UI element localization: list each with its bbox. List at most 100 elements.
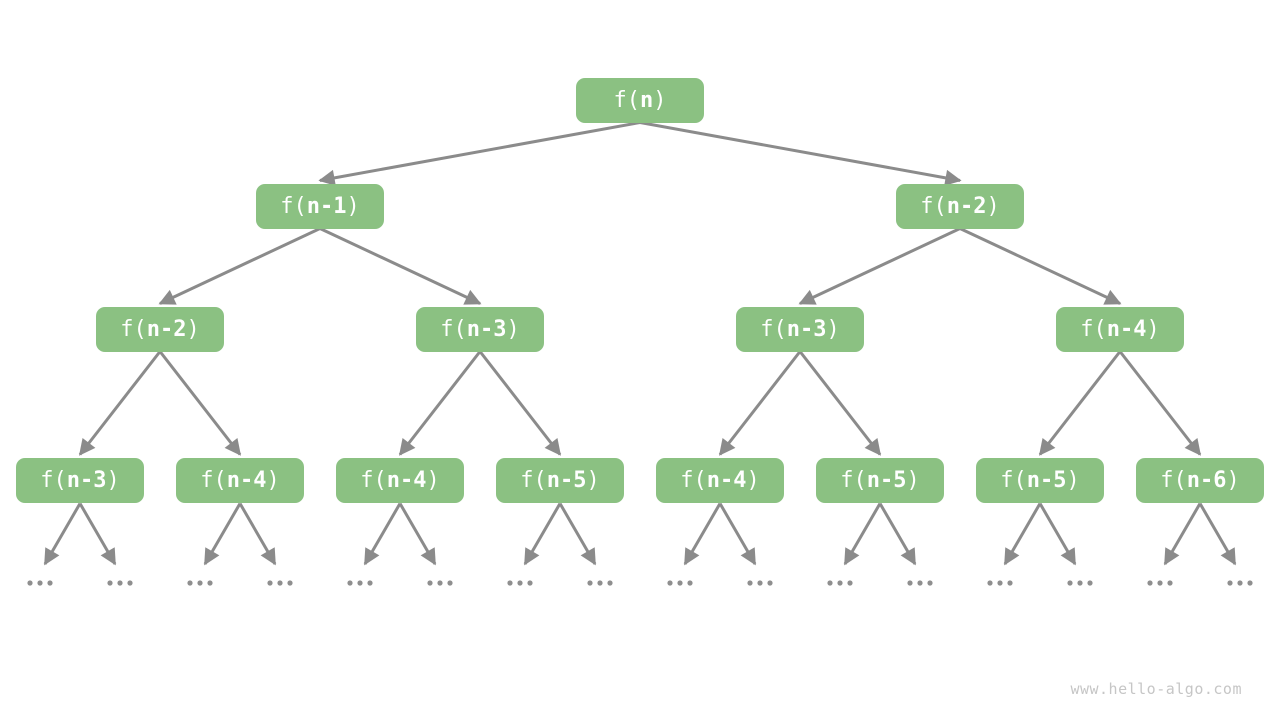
tree-node-level4-f(n-6): f(n-6) [1136, 457, 1264, 503]
node-label-arg: n-4 [706, 467, 747, 493]
ellipsis-dots-3 [267, 580, 293, 586]
ellipsis-dot [347, 580, 353, 586]
tree-node-level4-f(n-5): f(n-5) [976, 457, 1104, 503]
node-label-arg: n-5 [866, 467, 907, 493]
node-label-suffix: ) [266, 467, 280, 493]
node-label-prefix: f( [840, 467, 867, 493]
ellipsis-dots-14 [1147, 580, 1173, 586]
leaf-edge-f(n-5)-left [843, 502, 882, 566]
node-label-prefix: f( [360, 467, 387, 493]
ellipsis-dot [127, 580, 133, 586]
ellipsis-dot [1087, 580, 1093, 586]
ellipsis-dot [1067, 580, 1073, 586]
node-label-prefix: f( [760, 316, 787, 342]
tree-edge-f(n-2)-to-f(n-3) [78, 350, 162, 456]
ellipsis-dot [1147, 580, 1153, 586]
ellipsis-dots-15 [1227, 580, 1253, 586]
ellipsis-dot [357, 580, 363, 586]
leaf-edge-f(n-5)-left [1003, 502, 1042, 566]
ellipsis-dot [367, 580, 373, 586]
ellipsis-dot [597, 580, 603, 586]
ellipsis-dot [987, 580, 993, 586]
node-label-prefix: f( [680, 467, 707, 493]
ellipsis-dot [607, 580, 613, 586]
watermark-text: www.hello-algo.com [1070, 680, 1242, 698]
node-label-suffix: ) [186, 316, 200, 342]
tree-node-level2-f(n-1): f(n-1) [256, 183, 384, 229]
tree-edge-f(n-3)-to-f(n-4) [398, 350, 482, 456]
ellipsis-dot [1007, 580, 1013, 586]
node-label-arg: n-4 [226, 467, 267, 493]
node-label-arg: n-5 [1026, 467, 1067, 493]
ellipsis-dot [27, 580, 33, 586]
ellipsis-dot [927, 580, 933, 586]
node-label-suffix: ) [1066, 467, 1080, 493]
ellipsis-dot [757, 580, 763, 586]
ellipsis-dot [907, 580, 913, 586]
ellipsis-dot [677, 580, 683, 586]
ellipsis-dots-11 [907, 580, 933, 586]
node-label-prefix: f( [200, 467, 227, 493]
leaf-edge-f(n-4)-left [683, 502, 722, 566]
ellipsis-dot [427, 580, 433, 586]
leaf-edge-f(n-5)-right [878, 502, 917, 566]
ellipsis-dot [1157, 580, 1163, 586]
ellipsis-dots-6 [507, 580, 533, 586]
ellipsis-dot [197, 580, 203, 586]
ellipsis-dot [1237, 580, 1243, 586]
node-label-suffix: ) [826, 316, 840, 342]
ellipsis-dot [107, 580, 113, 586]
node-label-arg: n-4 [386, 467, 427, 493]
leaf-edge-f(n-4)-left [363, 502, 402, 566]
ellipsis-dot [687, 580, 693, 586]
node-label-prefix: f( [440, 316, 467, 342]
tree-node-level4-f(n-4): f(n-4) [176, 457, 304, 503]
node-label-prefix: f( [1160, 467, 1187, 493]
leaf-edge-f(n-3)-left [43, 502, 82, 566]
ellipsis-dot [287, 580, 293, 586]
node-label-arg: n-1 [306, 193, 347, 219]
ellipsis-dot [997, 580, 1003, 586]
ellipsis-dot [187, 580, 193, 586]
ellipsis-dots-2 [187, 580, 213, 586]
tree-node-level3-f(n-3): f(n-3) [416, 306, 544, 352]
leaf-edge-f(n-6)-left [1163, 502, 1202, 566]
node-label-prefix: f( [120, 316, 147, 342]
node-label-prefix: f( [1080, 316, 1107, 342]
node-label-suffix: ) [586, 467, 600, 493]
tree-node-level4-f(n-4): f(n-4) [656, 457, 784, 503]
ellipsis-dot [1077, 580, 1083, 586]
node-label-suffix: ) [653, 87, 667, 113]
node-label-prefix: f( [613, 87, 641, 113]
ellipsis-dot [917, 580, 923, 586]
tree-node-level3-f(n-4): f(n-4) [1056, 306, 1184, 352]
leaf-edge-f(n-4)-right [398, 502, 437, 566]
node-label-prefix: f( [520, 467, 547, 493]
ellipsis-dot [507, 580, 513, 586]
leaf-edge-f(n-5)-left [523, 502, 562, 566]
tree-edge-f(n-1)-to-f(n-2) [158, 227, 321, 305]
ellipsis-dot [747, 580, 753, 586]
tree-edge-f(n-2)-to-f(n-3) [798, 227, 961, 305]
node-label-arg: n [640, 87, 654, 113]
ellipsis-dots-9 [747, 580, 773, 586]
ellipsis-dot [277, 580, 283, 586]
leaf-edge-f(n-4)-right [718, 502, 757, 566]
ellipsis-dot [827, 580, 833, 586]
leaf-edge-f(n-5)-right [558, 502, 597, 566]
node-label-arg: n-2 [946, 193, 987, 219]
tree-node-level4-f(n-3): f(n-3) [16, 457, 144, 503]
ellipsis-dot [847, 580, 853, 586]
node-label-arg: n-2 [146, 316, 187, 342]
ellipsis-dots-7 [587, 580, 613, 586]
tree-node-level3-f(n-2): f(n-2) [96, 306, 224, 352]
node-label-arg: n-3 [66, 467, 107, 493]
node-label-suffix: ) [426, 467, 440, 493]
ellipsis-dot [47, 580, 53, 586]
tree-edge-f(n)-to-f(n-1) [318, 121, 641, 186]
ellipsis-dots-13 [1067, 580, 1093, 586]
tree-node-level4-f(n-5): f(n-5) [496, 457, 624, 503]
ellipsis-dot [437, 580, 443, 586]
ellipsis-dot [207, 580, 213, 586]
